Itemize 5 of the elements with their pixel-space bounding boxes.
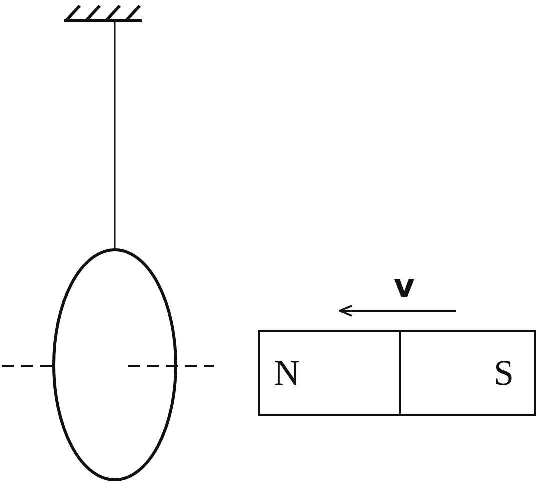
pole-letter: N bbox=[274, 355, 300, 391]
magnet-pole-box bbox=[258, 330, 401, 416]
magnet-pole-box bbox=[399, 330, 536, 416]
velocity-label: v bbox=[394, 270, 415, 302]
pole-letter: S bbox=[494, 355, 514, 391]
